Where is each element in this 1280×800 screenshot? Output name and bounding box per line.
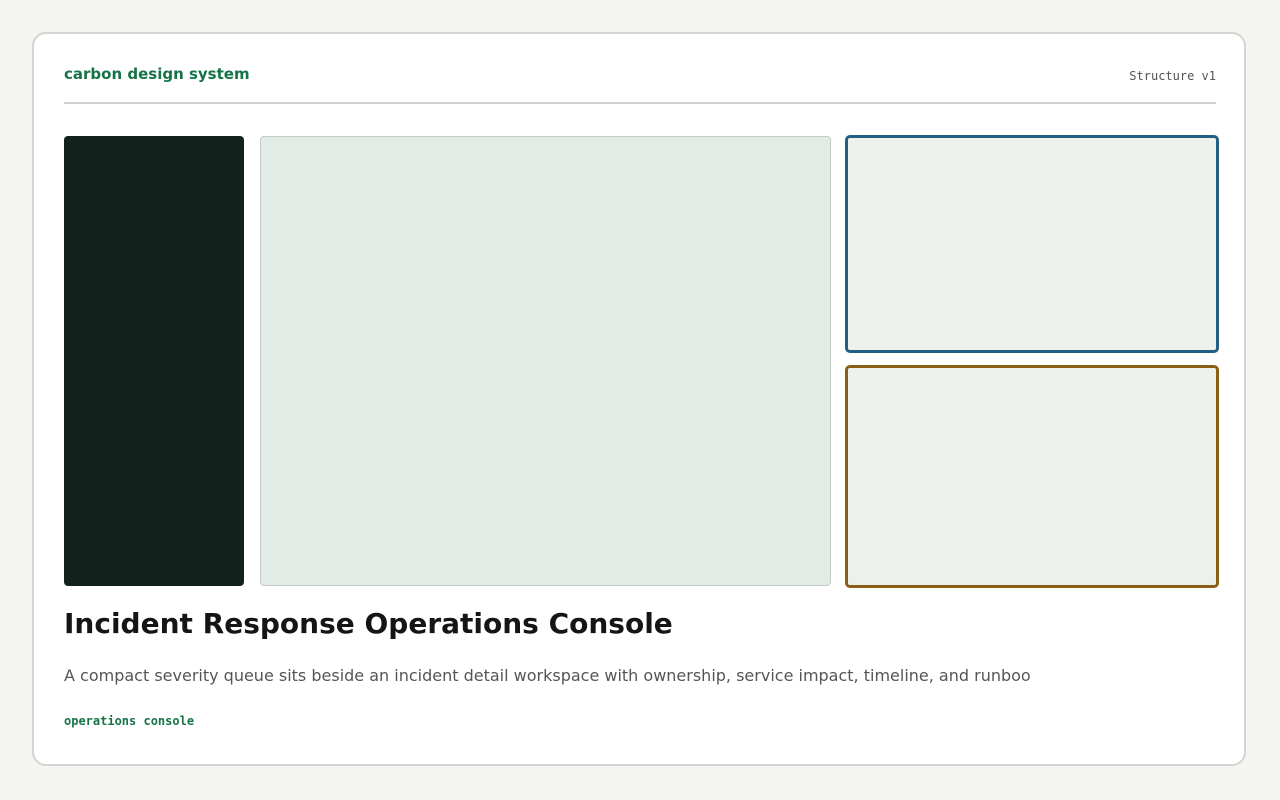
severity-queue-panel xyxy=(64,136,244,586)
side-panel-bottom xyxy=(845,365,1219,588)
category-tag: operations console xyxy=(64,714,195,728)
preview-card: carbon design system Structure v1 Incide… xyxy=(32,32,1246,766)
side-panel-top xyxy=(845,135,1219,353)
brand-name: carbon design system xyxy=(64,65,250,83)
incident-detail-panel xyxy=(260,136,831,586)
card-header: carbon design system Structure v1 xyxy=(64,34,1216,104)
page-description: A compact severity queue sits beside an … xyxy=(64,666,1031,685)
structure-version: Structure v1 xyxy=(1129,69,1216,83)
page-title: Incident Response Operations Console xyxy=(64,607,673,640)
